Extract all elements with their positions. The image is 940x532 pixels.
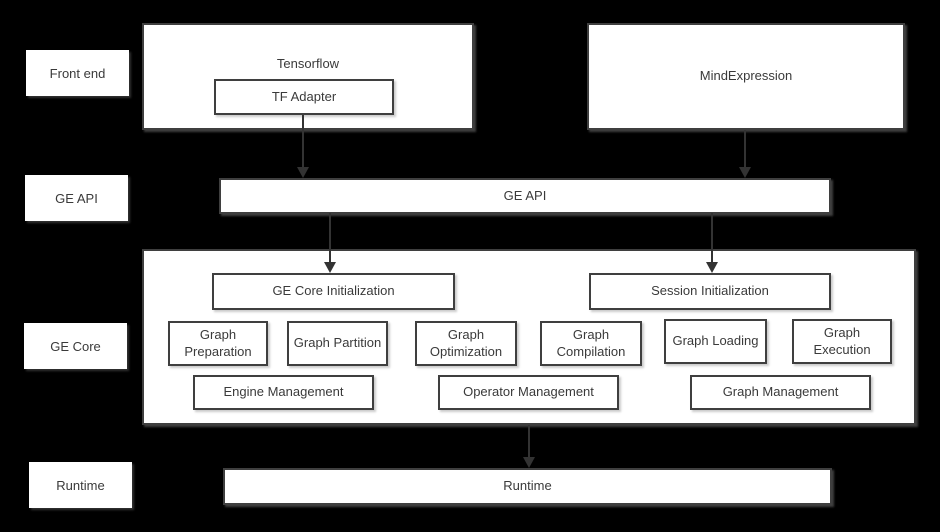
arrow-ge-core-to-runtime <box>523 425 535 468</box>
arrow-ge-api-to-session-initialization <box>706 213 718 273</box>
graph-optimization-box: Graph Optimization <box>415 321 517 366</box>
mindexpression-box: MindExpression <box>587 23 905 130</box>
arrow-head-icon <box>297 167 309 178</box>
arrow-tf-adapter-to-ge-api <box>297 115 309 178</box>
side-label-runtime: Runtime <box>29 462 132 508</box>
graph-partition-box: Graph Partition <box>287 321 388 366</box>
side-label-front-end: Front end <box>26 50 129 96</box>
graph-loading-box: Graph Loading <box>664 319 767 364</box>
session-initialization-box: Session Initialization <box>589 273 831 310</box>
ge-core-initialization-box: GE Core Initialization <box>212 273 455 310</box>
arrow-shaft <box>744 130 746 169</box>
engine-management-box: Engine Management <box>193 375 374 410</box>
graph-preparation-box: Graph Preparation <box>168 321 268 366</box>
arrow-ge-api-to-ge-core-initialization <box>324 213 336 273</box>
graph-compilation-box: Graph Compilation <box>540 321 642 366</box>
arrow-head-icon <box>523 457 535 468</box>
arrow-head-icon <box>739 167 751 178</box>
graph-execution-box: Graph Execution <box>792 319 892 364</box>
tf-adapter-box: TF Adapter <box>214 79 394 115</box>
runtime-box: Runtime <box>223 468 832 505</box>
arrow-head-icon <box>706 262 718 273</box>
arrow-shaft <box>711 213 713 264</box>
arrow-head-icon <box>324 262 336 273</box>
ge-api-box: GE API <box>219 178 831 214</box>
arrow-shaft <box>302 115 304 169</box>
arrow-shaft <box>528 425 530 459</box>
arrow-mindexpression-to-ge-api <box>739 130 751 178</box>
side-label-ge-core: GE Core <box>24 323 127 369</box>
graph-management-box: Graph Management <box>690 375 871 410</box>
arrow-shaft <box>329 213 331 264</box>
side-label-ge-api: GE API <box>25 175 128 221</box>
operator-management-box: Operator Management <box>438 375 619 410</box>
tensorflow-label: Tensorflow <box>276 56 340 71</box>
